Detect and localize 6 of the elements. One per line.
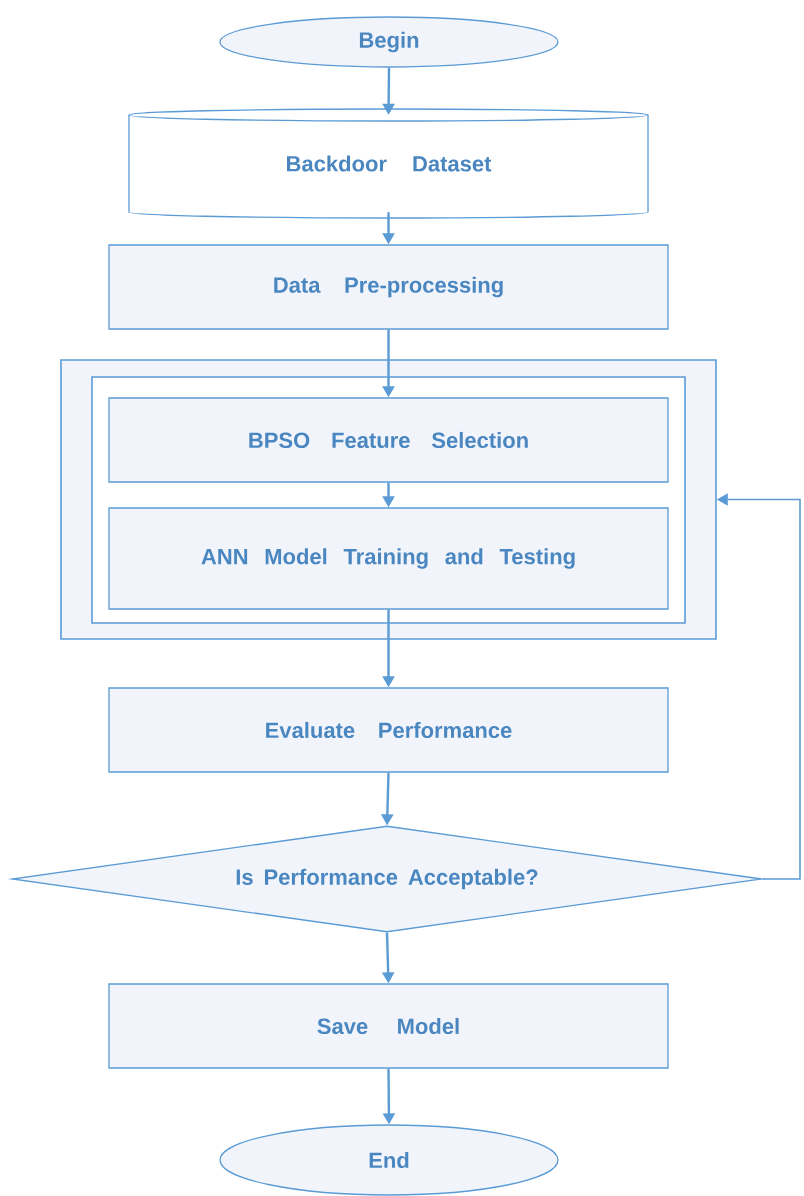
database-cylinder: Backdoor Dataset [128, 108, 649, 219]
process-box: BPSO Feature Selection [108, 397, 669, 483]
process-box: Save Model [108, 983, 669, 1069]
process-box: Data Pre-processing [108, 244, 669, 330]
process-box: ANN Model Training and Testing [108, 507, 669, 610]
process-box: Evaluate Performance [108, 687, 669, 773]
